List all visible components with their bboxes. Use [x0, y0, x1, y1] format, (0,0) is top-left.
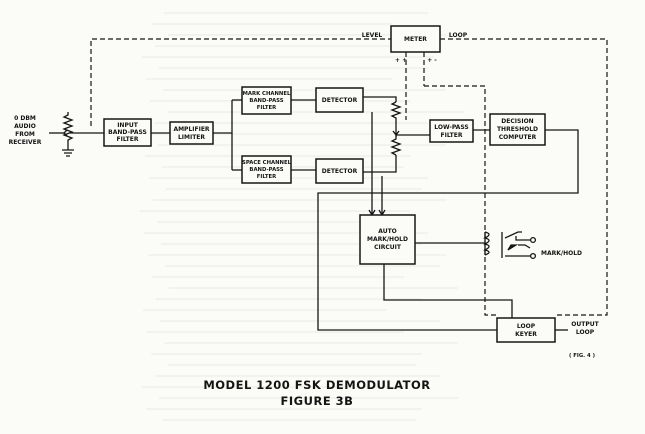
- svg-text:AUTO: AUTO: [378, 228, 397, 235]
- svg-text:KEYER: KEYER: [515, 331, 537, 338]
- amplifier-limiter: AMPLIFIER LIMITER: [169, 121, 214, 145]
- space-channel-filter: SPACE CHANNEL BAND-PASS FILTER: [241, 155, 292, 184]
- meter-polarity-right: + -: [427, 57, 437, 64]
- mark-channel-filter: MARK CHANNEL BAND-PASS FILTER: [241, 86, 292, 115]
- svg-text:FILTER: FILTER: [257, 105, 276, 111]
- svg-text:0 DBM: 0 DBM: [14, 115, 36, 122]
- figure-reference: ( FIG. 4 ): [569, 353, 595, 359]
- svg-text:LOOP: LOOP: [517, 323, 536, 330]
- caption-title: MODEL 1200 FSK DEMODULATOR: [203, 378, 430, 392]
- mark-hold-switch-label: MARK/HOLD: [541, 250, 582, 257]
- meter-dashed-wiring: [90, 38, 608, 316]
- output-loop-label: OUTPUT LOOP: [571, 321, 599, 336]
- svg-text:BAND-PASS: BAND-PASS: [249, 98, 283, 104]
- caption: MODEL 1200 FSK DEMODULATOR FIGURE 3B: [203, 378, 430, 408]
- svg-text:METER: METER: [404, 36, 427, 43]
- svg-text:AMPLIFIER: AMPLIFIER: [173, 126, 209, 133]
- svg-text:MARK/HOLD: MARK/HOLD: [367, 236, 408, 243]
- svg-text:CIRCUIT: CIRCUIT: [374, 244, 402, 251]
- svg-text:FILTER: FILTER: [257, 174, 276, 180]
- signal-wiring: [49, 96, 579, 331]
- svg-text:DETECTOR: DETECTOR: [322, 168, 358, 175]
- mark-detector: DETECTOR: [315, 87, 364, 113]
- svg-text:SPACE CHANNEL: SPACE CHANNEL: [242, 160, 292, 166]
- loop-keyer: LOOP KEYER: [496, 317, 556, 343]
- svg-text:LOW-PASS: LOW-PASS: [434, 124, 468, 131]
- svg-text:AUDIO: AUDIO: [14, 123, 36, 130]
- svg-text:DETECTOR: DETECTOR: [322, 97, 358, 104]
- svg-text:FILTER: FILTER: [441, 132, 463, 139]
- meter-loop-label: LOOP: [449, 32, 468, 39]
- svg-text:INPUT: INPUT: [117, 122, 139, 129]
- input-band-pass-filter: INPUT BAND-PASS FILTER: [103, 118, 152, 147]
- meter-level-label: LEVEL: [362, 32, 383, 39]
- svg-text:OUTPUT: OUTPUT: [571, 321, 599, 328]
- svg-text:RECEIVER: RECEIVER: [9, 139, 42, 146]
- svg-text:BAND-PASS: BAND-PASS: [249, 167, 283, 173]
- low-pass-filter: LOW-PASS FILTER: [429, 119, 474, 143]
- svg-text:FILTER: FILTER: [117, 136, 139, 143]
- decision-threshold-computer: DECISION THRESHOLD COMPUTER: [489, 113, 546, 146]
- svg-text:LOOP: LOOP: [576, 329, 595, 336]
- caption-figure: FIGURE 3B: [281, 394, 354, 408]
- svg-text:THRESHOLD: THRESHOLD: [497, 126, 538, 133]
- svg-text:COMPUTER: COMPUTER: [499, 134, 537, 141]
- svg-text:FROM: FROM: [15, 131, 35, 138]
- meter-block: METER LEVEL LOOP + + + -: [362, 25, 468, 64]
- svg-text:LIMITER: LIMITER: [178, 134, 205, 141]
- svg-text:DECISION: DECISION: [501, 118, 533, 125]
- svg-text:MARK CHANNEL: MARK CHANNEL: [243, 91, 291, 97]
- input-audio-label: 0 DBM AUDIO FROM RECEIVER: [9, 115, 42, 146]
- space-detector: DETECTOR: [315, 158, 364, 184]
- meter-polarity-left: + +: [395, 57, 407, 64]
- svg-text:BAND-PASS: BAND-PASS: [108, 129, 147, 136]
- auto-mark-hold-circuit: AUTO MARK/HOLD CIRCUIT: [359, 214, 416, 265]
